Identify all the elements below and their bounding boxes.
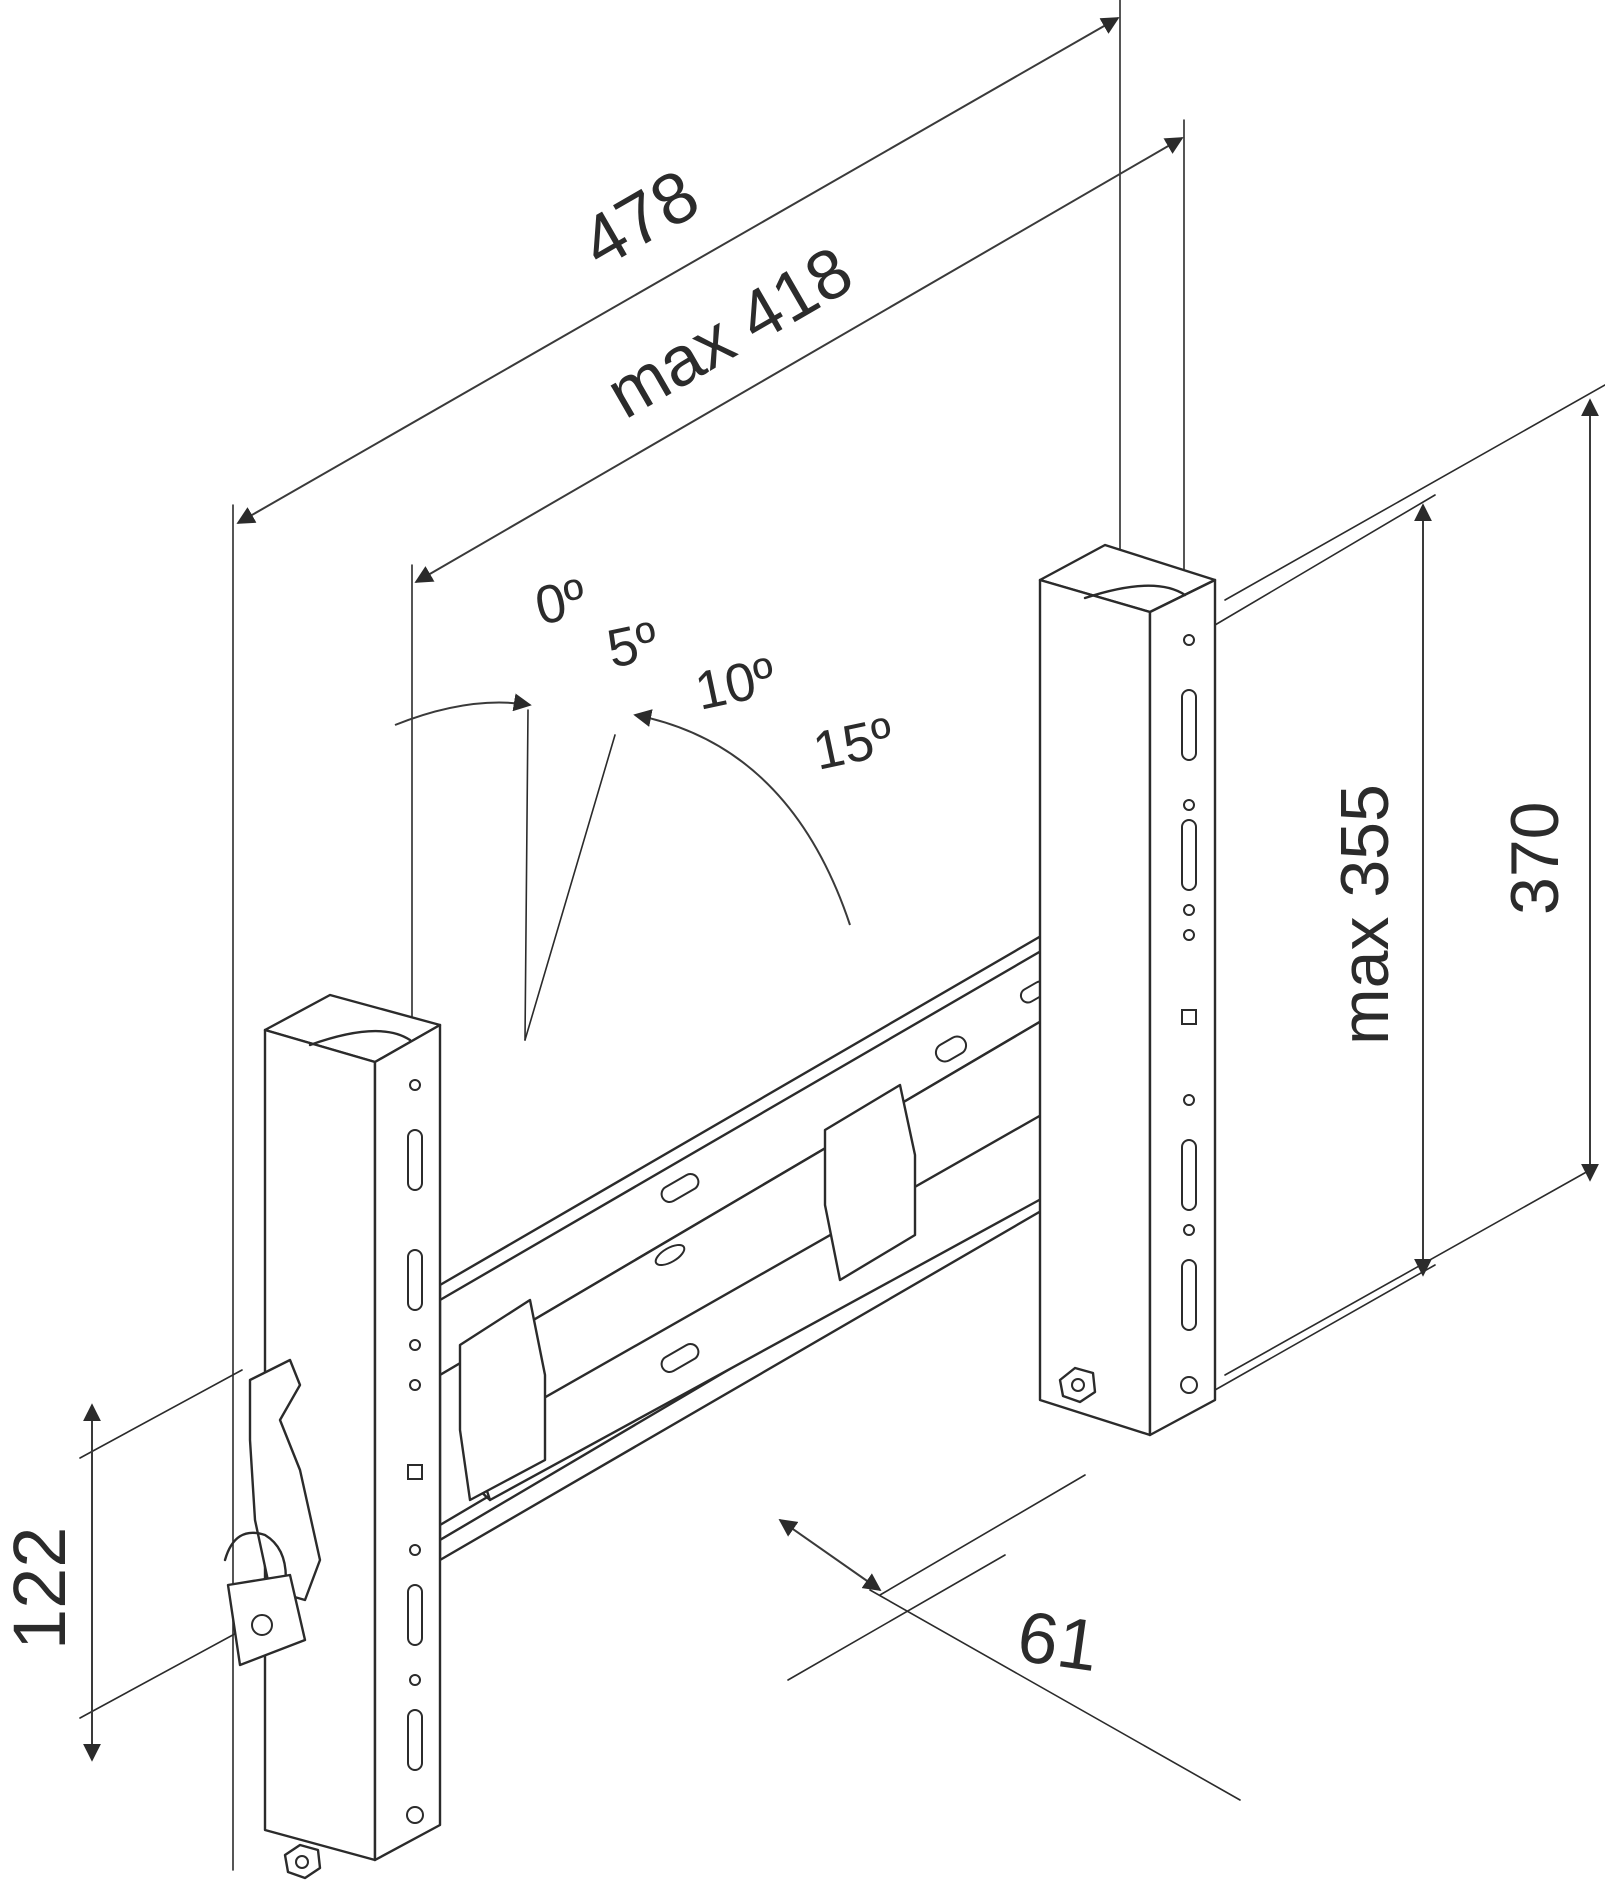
dim-122-line	[79, 1369, 243, 1762]
lock-latch	[223, 1358, 322, 1667]
horizontal-rail	[438, 923, 1087, 1562]
dim-355-line	[1214, 494, 1436, 1391]
right-upright-post	[1038, 543, 1217, 1437]
dim-61-line	[778, 1474, 1241, 1801]
dim-370-label: 370	[1497, 802, 1573, 915]
dim-370-line	[1224, 384, 1605, 1376]
dim-61-label: 61	[1013, 1597, 1103, 1687]
tilt-angle-10: 10º	[690, 646, 781, 721]
tilt-angle-0: 0º	[530, 568, 591, 637]
dim-355-label: max 355	[1327, 784, 1403, 1045]
tilt-arc	[394, 693, 851, 1041]
dim-418-line	[411, 119, 1185, 1041]
tilt-angle-15: 15º	[808, 706, 899, 781]
dim-122-label: 122	[0, 1527, 81, 1650]
tilt-angle-5: 5º	[602, 611, 663, 680]
left-upright-post	[263, 993, 442, 1880]
